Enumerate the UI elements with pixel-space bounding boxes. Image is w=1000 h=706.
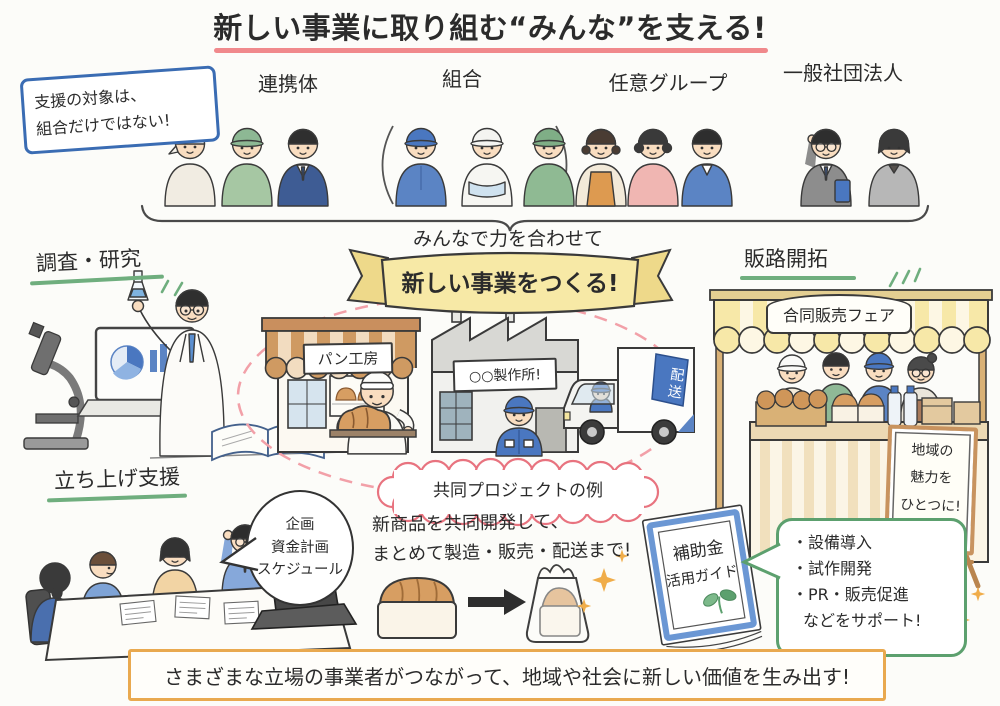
startup-bubble-line1: 企画 — [285, 517, 315, 534]
sales-section-label: 販路開拓 — [744, 247, 828, 271]
sprout-icon — [703, 589, 737, 614]
bread-tray — [329, 405, 417, 438]
person-pink-woman — [627, 128, 679, 207]
stall-goods — [755, 385, 981, 427]
startup-section-label: 立ち上げ支援 — [53, 464, 181, 494]
page-title: 新しい事業に取り組む“みんな”を支える! — [213, 11, 767, 45]
project-example-line2: まとめて製造・販売・配送まで! — [371, 539, 632, 566]
startup-bubble-line3: スケジュール — [257, 562, 343, 579]
person-white-worker — [461, 127, 513, 207]
center-tagline: みんなで力を合わせて — [412, 228, 604, 250]
title-underline — [214, 48, 768, 53]
group-label-partnership: 連携体 — [258, 72, 318, 96]
aframe-line1: 地域の — [911, 442, 954, 460]
microscope-icon — [23, 321, 89, 450]
packaged-bread-icon — [525, 564, 590, 643]
ribbon-banner-text: 新しい事業をつくる! — [401, 271, 619, 297]
transform-arrow-icon — [468, 589, 526, 615]
group-label-voluntary-group: 任意グループ — [608, 71, 728, 95]
person-apron-woman — [575, 128, 627, 207]
group-label-union: 組合 — [442, 67, 482, 91]
subsidy-bubble-line3: ・PR・販売促進 — [792, 584, 909, 604]
person-green-cap-man — [221, 127, 273, 207]
delivery-sign-panel — [651, 353, 689, 407]
research-accent-marks — [160, 279, 184, 297]
factory-sign-text: ○○製作所! — [468, 367, 542, 385]
factory-sign: ○○製作所! — [452, 357, 558, 393]
researcher-person — [127, 270, 225, 457]
top-groups-people — [164, 125, 920, 207]
paper-sheet — [174, 595, 211, 620]
aframe-line3: ひとつに! — [899, 496, 962, 515]
group-label-incorporated-association: 一般社団法人 — [783, 61, 903, 85]
truck-scene — [563, 347, 695, 445]
project-example-label: 共同プロジェクトの例 — [433, 481, 603, 501]
subsidy-bubble-line2: ・試作開発 — [792, 558, 873, 578]
person-gray-suit-woman — [868, 128, 920, 207]
bakery-scene — [261, 317, 421, 455]
fair-banner: 合同販売フェア — [766, 294, 912, 334]
footer-banner: さまざまな立場の事業者がつながって、地域や社会に新しい価値を生み出す! — [128, 649, 886, 701]
subsidy-bubble-line1: ・設備導入 — [792, 533, 873, 552]
paper-sheet — [119, 599, 157, 626]
startup-speech-bubble: 企画 資金計画 スケジュール — [246, 490, 354, 606]
bakery-window — [287, 379, 327, 429]
aframe-line2: 魅力を — [910, 469, 953, 488]
person-gray-suit-man — [800, 128, 852, 207]
factory-window — [439, 391, 473, 441]
paper-sheet — [223, 600, 260, 625]
subsidy-booklet — [641, 504, 763, 653]
subsidy-support-bubble: ・設備導入 ・試作開発 ・PR・販売促進 などをサポート! — [776, 518, 967, 657]
bread-loaf-icon — [377, 576, 457, 639]
person-navy-suit-man — [277, 128, 329, 207]
factory-worker-person — [495, 395, 543, 457]
subsidy-bubble-tail — [740, 542, 781, 580]
union-paren-left — [381, 125, 394, 205]
person-green-worker — [523, 127, 575, 207]
startup-bubble-tail — [219, 537, 259, 572]
project-example-bubble — [376, 457, 660, 527]
bread-transform — [377, 549, 986, 643]
startup-bubble-line2: 資金計画 — [271, 539, 329, 556]
bakery-sign: パン工房 — [302, 342, 394, 375]
research-section-label: 調査・研究 — [35, 246, 142, 276]
bakery-sign-text: パン工房 — [317, 349, 379, 369]
meeting-table — [44, 582, 352, 662]
footer-text: さまざまな立場の事業者がつながって、地域や社会に新しい価値を生み出す! — [163, 664, 851, 689]
person-blue-worker — [395, 127, 447, 207]
person-blue-jacket-man — [681, 128, 733, 207]
support-note-box: 支援の対象は、 組合だけではない! — [19, 65, 221, 156]
fair-banner-text: 合同販売フェア — [782, 306, 895, 325]
ribbon-banner — [346, 248, 674, 315]
groups-brace — [140, 204, 930, 232]
sales-underline — [740, 276, 856, 280]
project-example-line1: 新商品を共同開発して、 — [371, 511, 569, 536]
market-accent-marks — [888, 267, 922, 288]
subsidy-bubble-line4: などをサポート! — [803, 610, 922, 630]
